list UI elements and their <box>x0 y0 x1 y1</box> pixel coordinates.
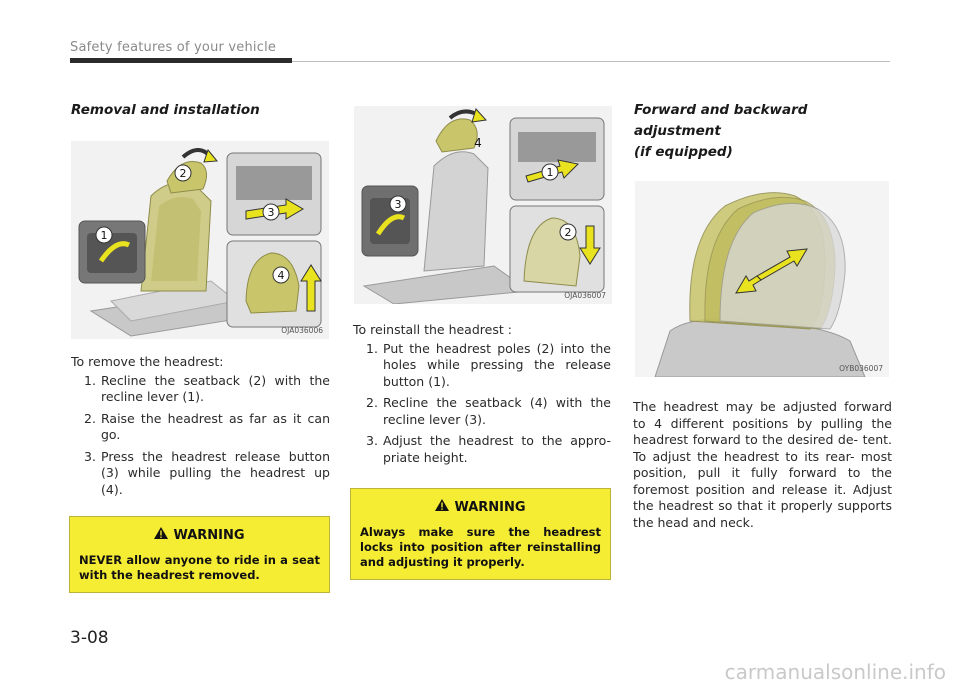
list-item: 2.Raise the headrest as far as it can go… <box>84 410 330 443</box>
callout-4: 4 <box>272 266 290 284</box>
callout-2: 2 <box>559 223 577 241</box>
callout-4: 4 <box>474 136 482 150</box>
removal-intro: To remove the headrest: <box>71 354 224 369</box>
figure-adjustment: OYB036007 <box>635 181 889 377</box>
list-item: 1.Recline the seatback (2) with the recl… <box>84 372 330 405</box>
header-rule-dark <box>70 58 292 63</box>
svg-text:2: 2 <box>180 167 187 180</box>
callout-3: 3 <box>262 203 280 221</box>
figure-code: OJA036007 <box>564 291 606 300</box>
running-header: Safety features of your vehicle <box>70 40 277 55</box>
figure-installation: 4 1 3 2 OJA036007 <box>354 106 612 304</box>
list-item: 3.Adjust the headrest to the appro- pria… <box>366 433 611 465</box>
warning-heading: WARNING <box>173 527 245 543</box>
svg-text:4: 4 <box>474 136 482 150</box>
right-column: Forward and backward adjustment (if equi… <box>630 100 892 531</box>
figure-code: OYB036007 <box>839 364 883 373</box>
seat-installation-illustration: 4 1 3 2 <box>354 106 612 304</box>
reinstall-intro: To reinstall the headrest : <box>353 322 512 337</box>
left-column: Removal and installation <box>68 100 330 593</box>
svg-text:2: 2 <box>565 226 572 239</box>
callout-2: 2 <box>174 164 192 182</box>
double-arrow-icon <box>735 248 808 294</box>
callout-1: 1 <box>541 163 559 181</box>
list-item: 1.Put the headrest poles (2) into the ho… <box>366 340 611 389</box>
header-rule-light <box>292 61 890 62</box>
warning-text: Always make sure the headrest locks into… <box>360 525 601 569</box>
svg-text:4: 4 <box>278 269 285 282</box>
warning-heading: WARNING <box>454 499 526 515</box>
warning-text: NEVER allow anyone to ride in a seat wit… <box>79 553 320 582</box>
section-title-removal: Removal and installation <box>71 102 260 118</box>
middle-column: 4 1 3 2 OJA036007 To reinstall the headr… <box>349 100 612 580</box>
figure-code: OJA036006 <box>281 326 323 335</box>
svg-text:3: 3 <box>395 198 402 211</box>
figure-removal: 1 2 3 4 OJA036006 <box>71 141 329 339</box>
list-item: 3.Press the headrest release button (3) … <box>84 448 330 497</box>
watermark: carmanualsonline.info <box>724 660 946 684</box>
removal-steps: 1.Recline the seatback (2) with the recl… <box>71 373 330 499</box>
list-item: 2.Recline the seatback (4) with the recl… <box>366 395 611 427</box>
seat-removal-illustration: 1 2 3 4 <box>71 141 329 339</box>
warning-triangle-icon <box>154 527 169 543</box>
section-title-forward: Forward and backward adjustment (if equi… <box>634 102 808 160</box>
adjustment-body: The headrest may be adjusted forward to … <box>633 399 892 530</box>
svg-text:1: 1 <box>547 166 554 179</box>
callout-1: 1 <box>95 226 113 244</box>
warning-box: WARNING Always make sure the headrest lo… <box>350 488 611 580</box>
warning-triangle-icon <box>435 499 450 515</box>
reinstall-steps: 1.Put the headrest poles (2) into the ho… <box>353 341 611 467</box>
svg-text:3: 3 <box>268 206 275 219</box>
page-number: 3-08 <box>70 628 109 648</box>
headrest-adjustment-illustration <box>635 181 889 377</box>
warning-box: WARNING NEVER allow anyone to ride in a … <box>69 516 330 593</box>
callout-3: 3 <box>389 195 407 213</box>
svg-text:1: 1 <box>101 229 108 242</box>
